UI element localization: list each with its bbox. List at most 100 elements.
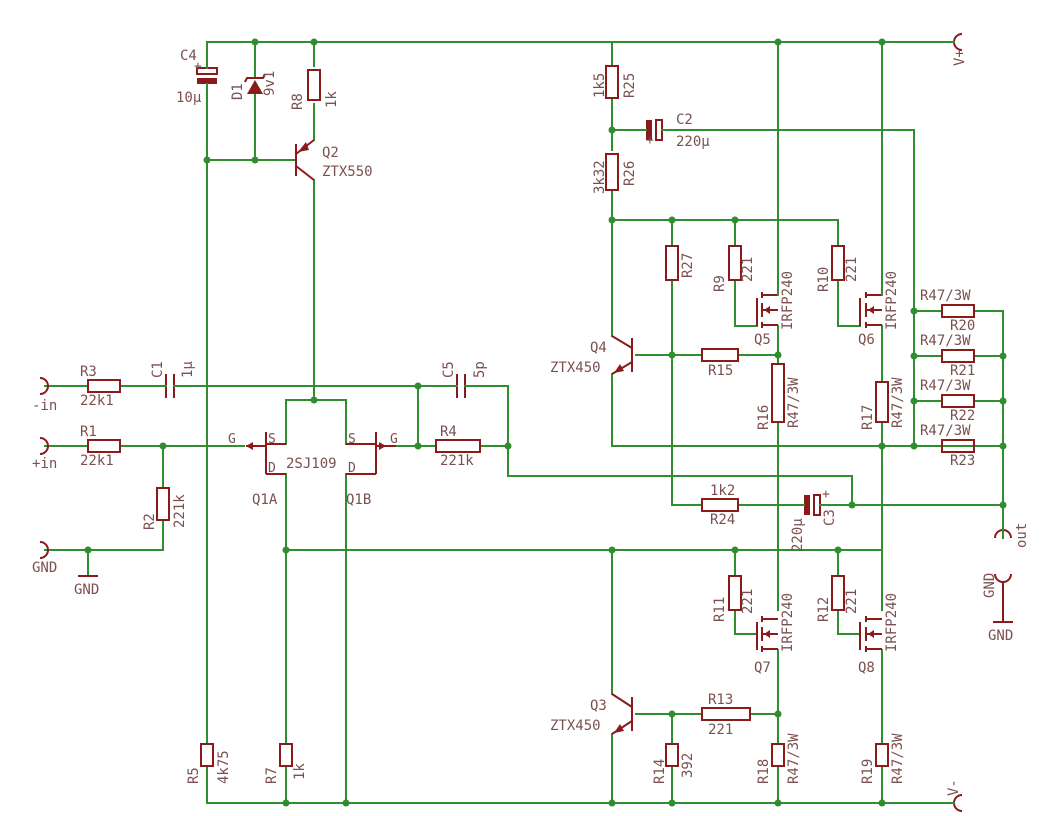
resistor-r16: R16 R47/3W bbox=[756, 363, 802, 430]
junction-dot bbox=[608, 799, 616, 807]
c4-label: C4 bbox=[180, 48, 197, 64]
q8-label: Q8 bbox=[858, 660, 875, 676]
capacitor-c4: + C4 10µ bbox=[176, 48, 218, 106]
capacitor-c2: + C2 220µ bbox=[643, 112, 710, 150]
resistor-r7: R7 1k bbox=[264, 743, 308, 784]
r15-label: R15 bbox=[708, 363, 733, 379]
gnd-right-label: GND bbox=[982, 573, 998, 598]
r11-value: 221 bbox=[740, 589, 756, 614]
q8-value: IRFP240 bbox=[884, 593, 900, 652]
r23-value: R47/3W bbox=[920, 423, 971, 439]
r16-label: R16 bbox=[756, 405, 772, 430]
r10-value: 221 bbox=[844, 257, 860, 282]
junction-dot bbox=[310, 396, 318, 404]
junction-dot bbox=[878, 799, 886, 807]
r4-label: R4 bbox=[440, 424, 457, 440]
c3-label: C3 bbox=[822, 509, 838, 526]
junction-dot bbox=[910, 442, 918, 450]
junction-dot bbox=[282, 546, 290, 554]
junction-dot bbox=[834, 546, 842, 554]
r2-value: 221k bbox=[172, 494, 188, 528]
c3-value: 220µ bbox=[790, 518, 806, 552]
junction-dot bbox=[504, 442, 512, 450]
resistor-r17: R17 R47/3W bbox=[860, 377, 906, 430]
q2-value: ZTX550 bbox=[322, 164, 373, 180]
resistor-r13: R13 221 bbox=[701, 692, 751, 738]
r20-label: R20 bbox=[950, 318, 975, 334]
vplus-label: V+ bbox=[952, 49, 968, 66]
mosfet-q7: IRFP240 Q7 bbox=[754, 593, 796, 676]
r4-value: 221k bbox=[440, 453, 474, 469]
r3-value: 22k1 bbox=[80, 393, 114, 409]
r9-value: 221 bbox=[740, 257, 756, 282]
junction-dot bbox=[731, 216, 739, 224]
c1-label: C1 bbox=[150, 361, 166, 378]
resistor-r8: R8 1k bbox=[290, 69, 340, 110]
junction-dot bbox=[608, 126, 616, 134]
r26-label: R26 bbox=[622, 161, 638, 186]
resistor-r14: R14 392 bbox=[652, 743, 696, 784]
r13-label: R13 bbox=[708, 692, 733, 708]
junction-dot bbox=[668, 710, 676, 718]
vminus-label: V- bbox=[946, 779, 962, 796]
q1a-source-pin: S bbox=[268, 432, 276, 447]
resistor-r5: R5 4k75 bbox=[186, 743, 232, 784]
resistor-r12: R12 221 bbox=[816, 575, 860, 622]
resistor-r24: 1k2 R24 bbox=[701, 483, 739, 528]
junction-dot bbox=[910, 352, 918, 360]
c2-plus: + bbox=[646, 133, 654, 148]
resistor-r11: R11 221 bbox=[712, 575, 756, 622]
junction-dot bbox=[251, 156, 259, 164]
junction-dot bbox=[414, 442, 422, 450]
r5-value: 4k75 bbox=[216, 750, 232, 784]
q1b-label: Q1B bbox=[346, 492, 371, 508]
junction-dot bbox=[999, 397, 1007, 405]
junction-dot bbox=[774, 710, 782, 718]
junction-dot bbox=[251, 38, 259, 46]
r3-label: R3 bbox=[80, 364, 97, 380]
junction-dot bbox=[310, 38, 318, 46]
r12-label: R12 bbox=[816, 597, 832, 622]
q1a-gate-pin: G bbox=[228, 432, 236, 447]
r17-value: R47/3W bbox=[890, 377, 906, 428]
junction-dot bbox=[774, 799, 782, 807]
q1a-label: Q1A bbox=[252, 492, 278, 508]
r1-label: R1 bbox=[80, 424, 97, 440]
c1-value: 1µ bbox=[180, 361, 196, 378]
q2-label: Q2 bbox=[322, 145, 339, 161]
r25-value: 1k5 bbox=[592, 73, 608, 98]
r12-value: 221 bbox=[844, 589, 860, 614]
r1-value: 22k1 bbox=[80, 453, 114, 469]
r8-label: R8 bbox=[290, 93, 306, 110]
q1a-drain-pin: D bbox=[268, 461, 276, 476]
mosfet-q8: IRFP240 Q8 bbox=[858, 593, 900, 676]
r9-label: R9 bbox=[712, 275, 728, 292]
c4-value: 10µ bbox=[176, 90, 202, 106]
r8-value: 1k bbox=[324, 91, 340, 108]
transistor-q3: Q3 ZTX450 bbox=[550, 693, 633, 735]
r18-label: R18 bbox=[756, 759, 772, 784]
r17-label: R17 bbox=[860, 405, 876, 430]
r24-label: R24 bbox=[710, 512, 735, 528]
d1-label: D1 bbox=[230, 83, 246, 100]
transistor-q4: Q4 ZTX450 bbox=[550, 335, 633, 376]
r7-label: R7 bbox=[264, 767, 280, 784]
q1b-gate-pin: G bbox=[390, 432, 398, 447]
r14-label: R14 bbox=[652, 759, 668, 784]
resistor-r22: R47/3W R22 bbox=[920, 378, 975, 424]
port-out: out bbox=[994, 523, 1030, 548]
c4-plus: + bbox=[194, 59, 202, 74]
r5-label: R5 bbox=[186, 767, 202, 784]
junction-dot bbox=[608, 546, 616, 554]
q7-value: IRFP240 bbox=[780, 593, 796, 652]
resistor-r1: R1 22k1 bbox=[80, 424, 121, 469]
junction-dot bbox=[159, 442, 167, 450]
r19-label: R19 bbox=[860, 759, 876, 784]
port-vplus: V+ bbox=[949, 33, 968, 66]
r16-value: R47/3W bbox=[786, 377, 802, 428]
resistor-r21: R47/3W R21 bbox=[920, 333, 975, 379]
q1-part: 2SJ109 bbox=[286, 456, 337, 472]
gnd-right-sym-label: GND bbox=[988, 628, 1013, 644]
port-gnd-right: GND GND bbox=[982, 573, 1013, 644]
